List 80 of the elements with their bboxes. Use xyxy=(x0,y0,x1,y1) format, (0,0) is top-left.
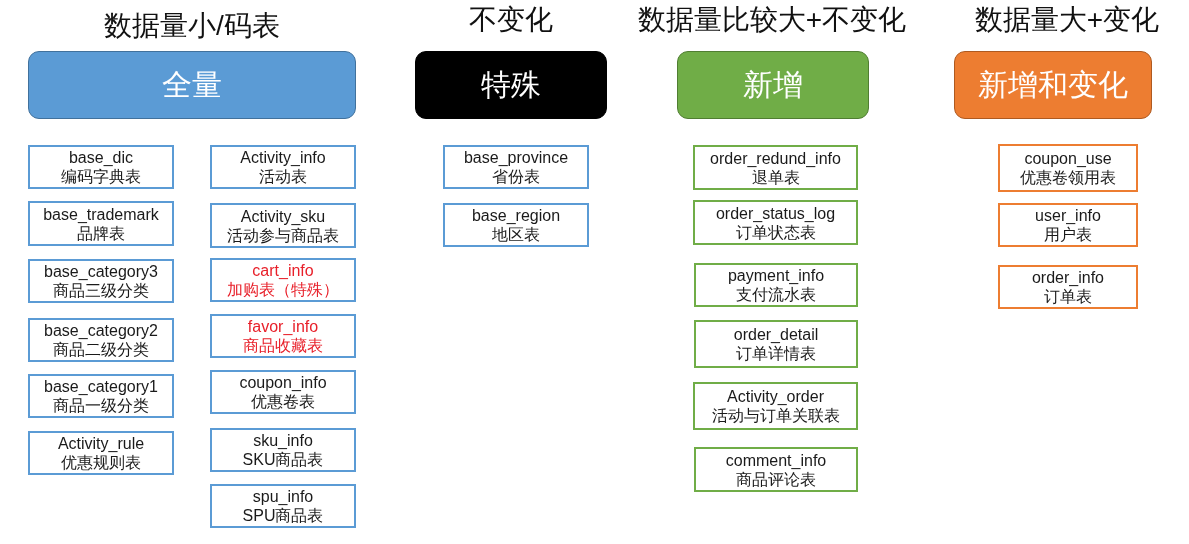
table-description: 省份表 xyxy=(492,167,540,186)
table-box xyxy=(28,201,174,246)
table-box xyxy=(443,203,589,247)
category-box: 全量 xyxy=(28,51,356,119)
table-description: 商品收藏表 xyxy=(243,336,323,355)
table-description: 优惠规则表 xyxy=(61,453,141,472)
table-description: SPU商品表 xyxy=(242,506,324,525)
table-description: 品牌表 xyxy=(77,223,125,243)
table-name: base_category1 xyxy=(44,377,158,396)
table-name: base_province xyxy=(463,148,569,167)
column-heading: 数据量比较大+不变化 xyxy=(637,4,907,36)
table-name: Activity_order xyxy=(727,387,824,406)
column-heading: 不变化 xyxy=(469,4,553,36)
table-box xyxy=(28,318,174,362)
table-description: 优惠卷领用表 xyxy=(1020,168,1116,187)
category-box: 新增 xyxy=(677,51,869,119)
table-name: Activity_sku xyxy=(240,206,326,226)
category-box: 特殊 xyxy=(415,51,607,119)
table-box xyxy=(998,203,1138,247)
table-box xyxy=(210,314,356,358)
table-box xyxy=(28,145,174,189)
table-description: 商品一级分类 xyxy=(53,396,149,415)
table-description: 地区表 xyxy=(492,225,540,244)
table-name: comment_info xyxy=(725,450,827,470)
table-box xyxy=(210,258,356,302)
category-box: 新增和变化 xyxy=(954,51,1152,119)
table-description: 订单详情表 xyxy=(736,344,816,363)
table-box xyxy=(693,382,858,430)
table-description: 订单状态表 xyxy=(735,222,816,242)
table-box xyxy=(693,145,858,190)
table-box xyxy=(210,145,356,189)
table-box xyxy=(694,263,858,307)
column-heading: 数据量小/码表 xyxy=(104,10,280,42)
table-name: coupon_info xyxy=(239,373,327,392)
table-box xyxy=(210,428,356,472)
table-name: user_info xyxy=(1035,206,1101,225)
table-box xyxy=(28,259,174,303)
table-description: 用户表 xyxy=(1044,225,1092,244)
table-box xyxy=(694,320,858,368)
table-name: spu_info xyxy=(252,487,314,506)
table-description: 商品评论表 xyxy=(736,469,816,489)
table-name: order_status_log xyxy=(715,203,836,223)
table-name: cart_info xyxy=(252,261,314,280)
table-name: payment_info xyxy=(727,266,825,285)
table-box xyxy=(998,144,1138,192)
table-description: 退单表 xyxy=(751,167,800,187)
table-box xyxy=(694,447,858,492)
table-name: Activity_info xyxy=(240,148,326,167)
table-name: base_trademark xyxy=(43,204,159,224)
table-description: 加购表（特殊） xyxy=(227,280,339,299)
column-heading: 数据量大+变化 xyxy=(974,4,1160,36)
table-name: coupon_use xyxy=(1024,149,1112,168)
table-name: base_category2 xyxy=(44,321,158,340)
table-name: favor_info xyxy=(247,317,319,336)
table-description: 活动与订单关联表 xyxy=(711,406,840,425)
table-description: 商品三级分类 xyxy=(53,281,149,300)
table-box xyxy=(28,431,174,475)
table-box xyxy=(443,145,589,189)
table-description: 支付流水表 xyxy=(736,285,816,304)
table-description: 活动表 xyxy=(259,167,307,186)
table-name: order_redund_info xyxy=(710,148,841,168)
table-description: 编码字典表 xyxy=(61,167,141,186)
table-box xyxy=(28,374,174,418)
table-description: 活动参与商品表 xyxy=(227,225,339,245)
table-description: SKU商品表 xyxy=(242,450,324,469)
table-name: base_category3 xyxy=(44,262,158,281)
table-name: order_info xyxy=(1031,268,1104,287)
table-box xyxy=(210,484,356,528)
table-box xyxy=(210,370,356,414)
table-name: base_dic xyxy=(68,148,133,167)
table-box xyxy=(210,203,356,248)
table-description: 商品二级分类 xyxy=(53,340,149,359)
table-box xyxy=(998,265,1138,309)
table-name: order_detail xyxy=(733,325,819,344)
table-name: base_region xyxy=(471,206,561,225)
table-description: 订单表 xyxy=(1044,287,1092,306)
table-description: 优惠卷表 xyxy=(251,392,315,411)
table-box xyxy=(693,200,858,245)
table-name: Activity_rule xyxy=(57,434,145,453)
table-name: sku_info xyxy=(253,431,313,450)
